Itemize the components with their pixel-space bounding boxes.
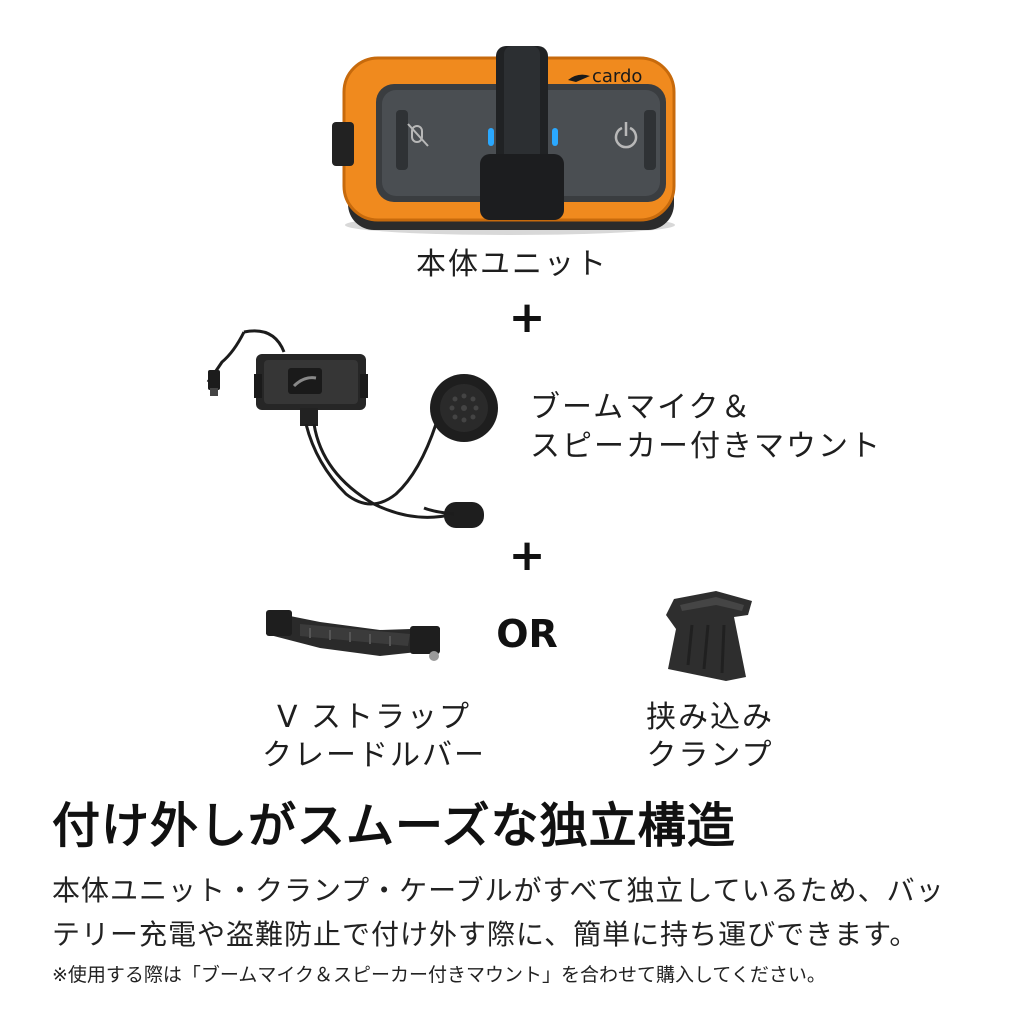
clamp-label-line1: 挟み込み <box>646 700 774 735</box>
plus-sign-1: + <box>508 292 546 343</box>
headline: 付け外しがスムーズな独立構造 <box>52 798 736 854</box>
main-unit-label: 本体ユニット <box>416 247 608 282</box>
boom-mount-label-line1: ブームマイク＆ <box>530 390 753 425</box>
clamp-label-line2: クランプ <box>646 738 774 773</box>
boom-mount-image <box>196 312 516 542</box>
clamp-image <box>656 585 766 685</box>
description-line1: 本体ユニット・クランプ・ケーブルがすべて独立しているため、バッ <box>52 874 945 907</box>
purchase-note: ※使用する際は「ブームマイク＆スピーカー付きマウント」を合わせて購入してください… <box>52 964 826 986</box>
vstrap-image <box>260 600 450 670</box>
description-line2: テリー充電や盗難防止で付け外す際に、簡単に持ち運びできます。 <box>52 918 919 951</box>
main-unit-image: cardo <box>330 40 690 240</box>
or-label: OR <box>496 612 558 656</box>
plus-sign-2: + <box>508 530 546 581</box>
vstrap-label-line2: クレードルバー <box>262 738 486 773</box>
vstrap-label-line1: V ストラップ <box>276 700 472 735</box>
boom-mount-label-line2: スピーカー付きマウント <box>530 429 882 464</box>
brand-logo-text: cardo <box>592 66 642 87</box>
